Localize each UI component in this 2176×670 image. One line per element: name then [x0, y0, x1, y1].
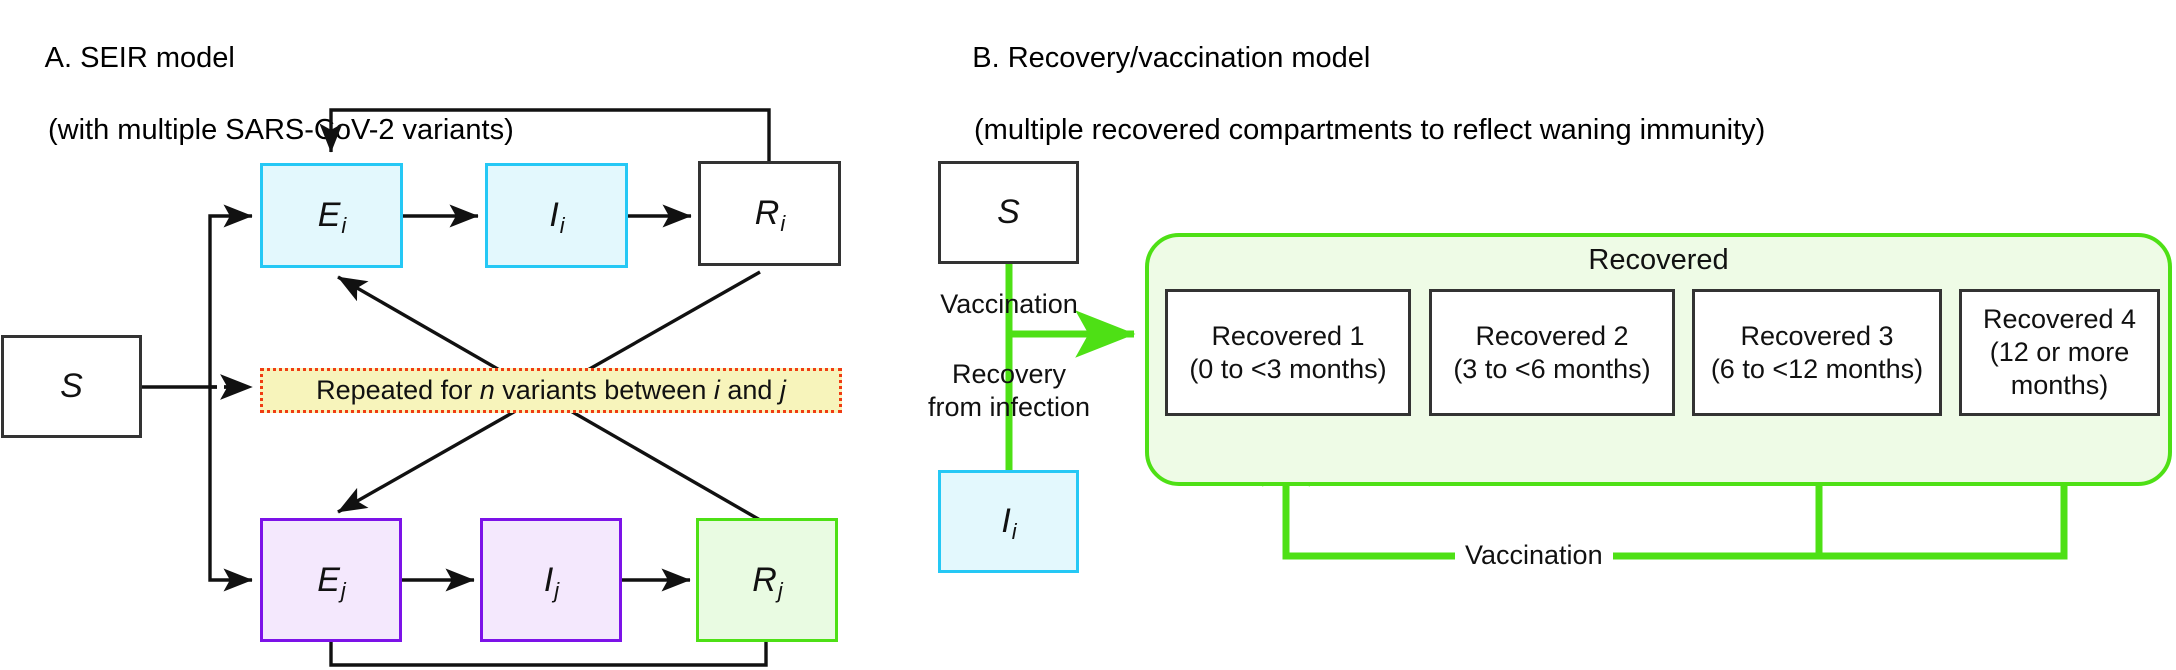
arrow-s-to-ei: [142, 204, 253, 389]
node-e-i[interactable]: Ei: [260, 163, 403, 268]
recovered-box-1[interactable]: Recovered 1(0 to <3 months): [1165, 289, 1411, 416]
node-s-b[interactable]: S: [938, 161, 1079, 264]
node-e-j[interactable]: Ej: [260, 518, 402, 642]
recovered-box-3-text: Recovered 3(6 to <12 months): [1710, 320, 1924, 384]
node-r-j[interactable]: Rj: [696, 518, 838, 642]
node-i-i-b-label: Ii: [1001, 502, 1017, 544]
node-r-i[interactable]: Ri: [698, 161, 841, 266]
node-i-i[interactable]: Ii: [485, 163, 628, 268]
node-i-j-label: Ij: [543, 560, 560, 603]
node-r-i-label: Ri: [754, 194, 786, 236]
panel-b-title: B. Recovery/vaccination model (multiple …: [940, 4, 1765, 220]
node-i-i-label: Ii: [549, 196, 565, 238]
repeated-variants-note: Repeated for n variants between i and j: [260, 368, 842, 413]
recovered-box-2-text: Recovered 2(3 to <6 months): [1453, 320, 1651, 384]
recovered-group-title: Recovered: [1588, 244, 1729, 276]
node-i-i-b[interactable]: Ii: [938, 470, 1079, 573]
arrow-s-to-ej: [208, 387, 253, 592]
label-recovery-from-infection: Recovery from infection: [927, 359, 1091, 422]
node-e-i-label: Ei: [317, 196, 347, 238]
panel-b-title-line1: B. Recovery/vaccination model: [972, 42, 1371, 74]
recovered-box-4-text: Recovered 4(12 or more months): [1982, 304, 2137, 400]
node-i-j[interactable]: Ij: [480, 518, 622, 642]
node-r-j-label: Rj: [752, 560, 783, 603]
recovered-box-3[interactable]: Recovered 3(6 to <12 months): [1692, 289, 1942, 416]
recovered-box-4[interactable]: Recovered 4(12 or more months): [1959, 289, 2160, 416]
node-e-j-label: Ej: [317, 560, 346, 603]
recovered-box-1-text: Recovered 1(0 to <3 months): [1189, 320, 1387, 384]
label-vaccination-top: Vaccination: [940, 289, 1078, 319]
panel-a-title-line1: A. SEIR model: [44, 42, 235, 74]
recovered-box-2[interactable]: Recovered 2(3 to <6 months): [1429, 289, 1675, 416]
node-s-a-label: S: [60, 367, 83, 405]
repeated-variants-note-text: Repeated for n variants between i and j: [316, 375, 786, 405]
node-s-a[interactable]: S: [1, 335, 142, 438]
node-s-b-label: S: [997, 193, 1020, 231]
label-vaccination-bottom: Vaccination: [1455, 540, 1613, 571]
panel-a-title-line2: (with multiple SARS-CoV-2 variants): [48, 114, 514, 146]
panel-b-title-line2: (multiple recovered compartments to refl…: [974, 114, 1766, 146]
